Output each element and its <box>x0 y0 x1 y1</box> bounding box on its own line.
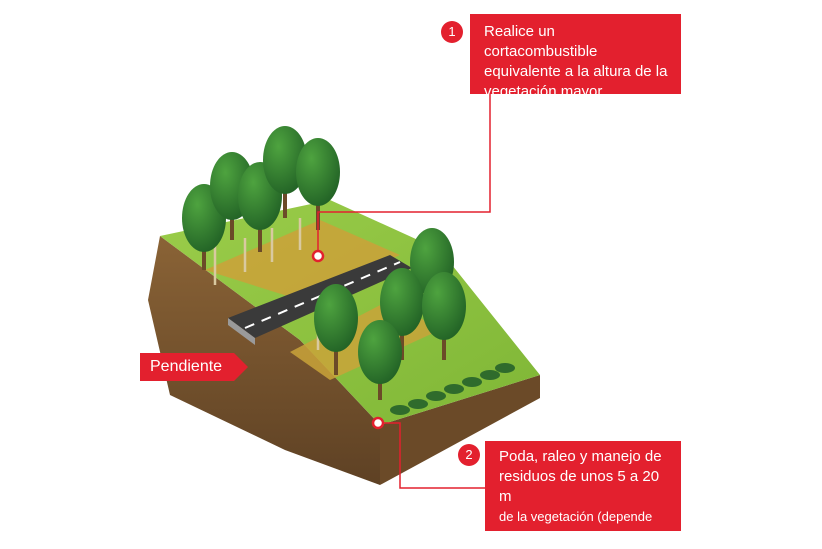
road-edge <box>228 318 255 345</box>
callout-1-line: Realice un cortacombustible <box>484 23 598 60</box>
callout-2-number: 2 <box>458 444 480 466</box>
callout-1: Realice un cortacombustible equivalente … <box>470 14 681 100</box>
callout-1-number: 1 <box>441 21 463 43</box>
trees-lower <box>314 228 466 400</box>
callout-2-line: residuos de unos 5 a 20 m <box>499 468 660 505</box>
soil-face <box>148 236 380 485</box>
marker-2 <box>371 416 385 430</box>
callout-2: Poda, raleo y manejo de residuos de unos… <box>485 441 681 544</box>
leader-line-2 <box>378 422 485 489</box>
soil-front <box>380 375 540 485</box>
slope-label-text: Pendiente <box>150 358 223 375</box>
slope-label: Pendiente <box>140 353 248 381</box>
slope-label-arrow <box>140 353 248 381</box>
callout-2-line: Poda, raleo y manejo de <box>499 448 662 465</box>
firebreak-zone <box>205 220 400 300</box>
callout-2-line: de la vegetación (depende <box>499 509 653 524</box>
callout-1-line: vegetación mayor. <box>484 83 606 100</box>
callout-2-line: del porcentaje de pendiente). <box>499 529 668 544</box>
trees-upper <box>182 126 340 270</box>
shrubs <box>390 363 515 415</box>
marker-1 <box>311 249 325 263</box>
callout-1-line: equivalente a la altura de la <box>484 63 668 80</box>
